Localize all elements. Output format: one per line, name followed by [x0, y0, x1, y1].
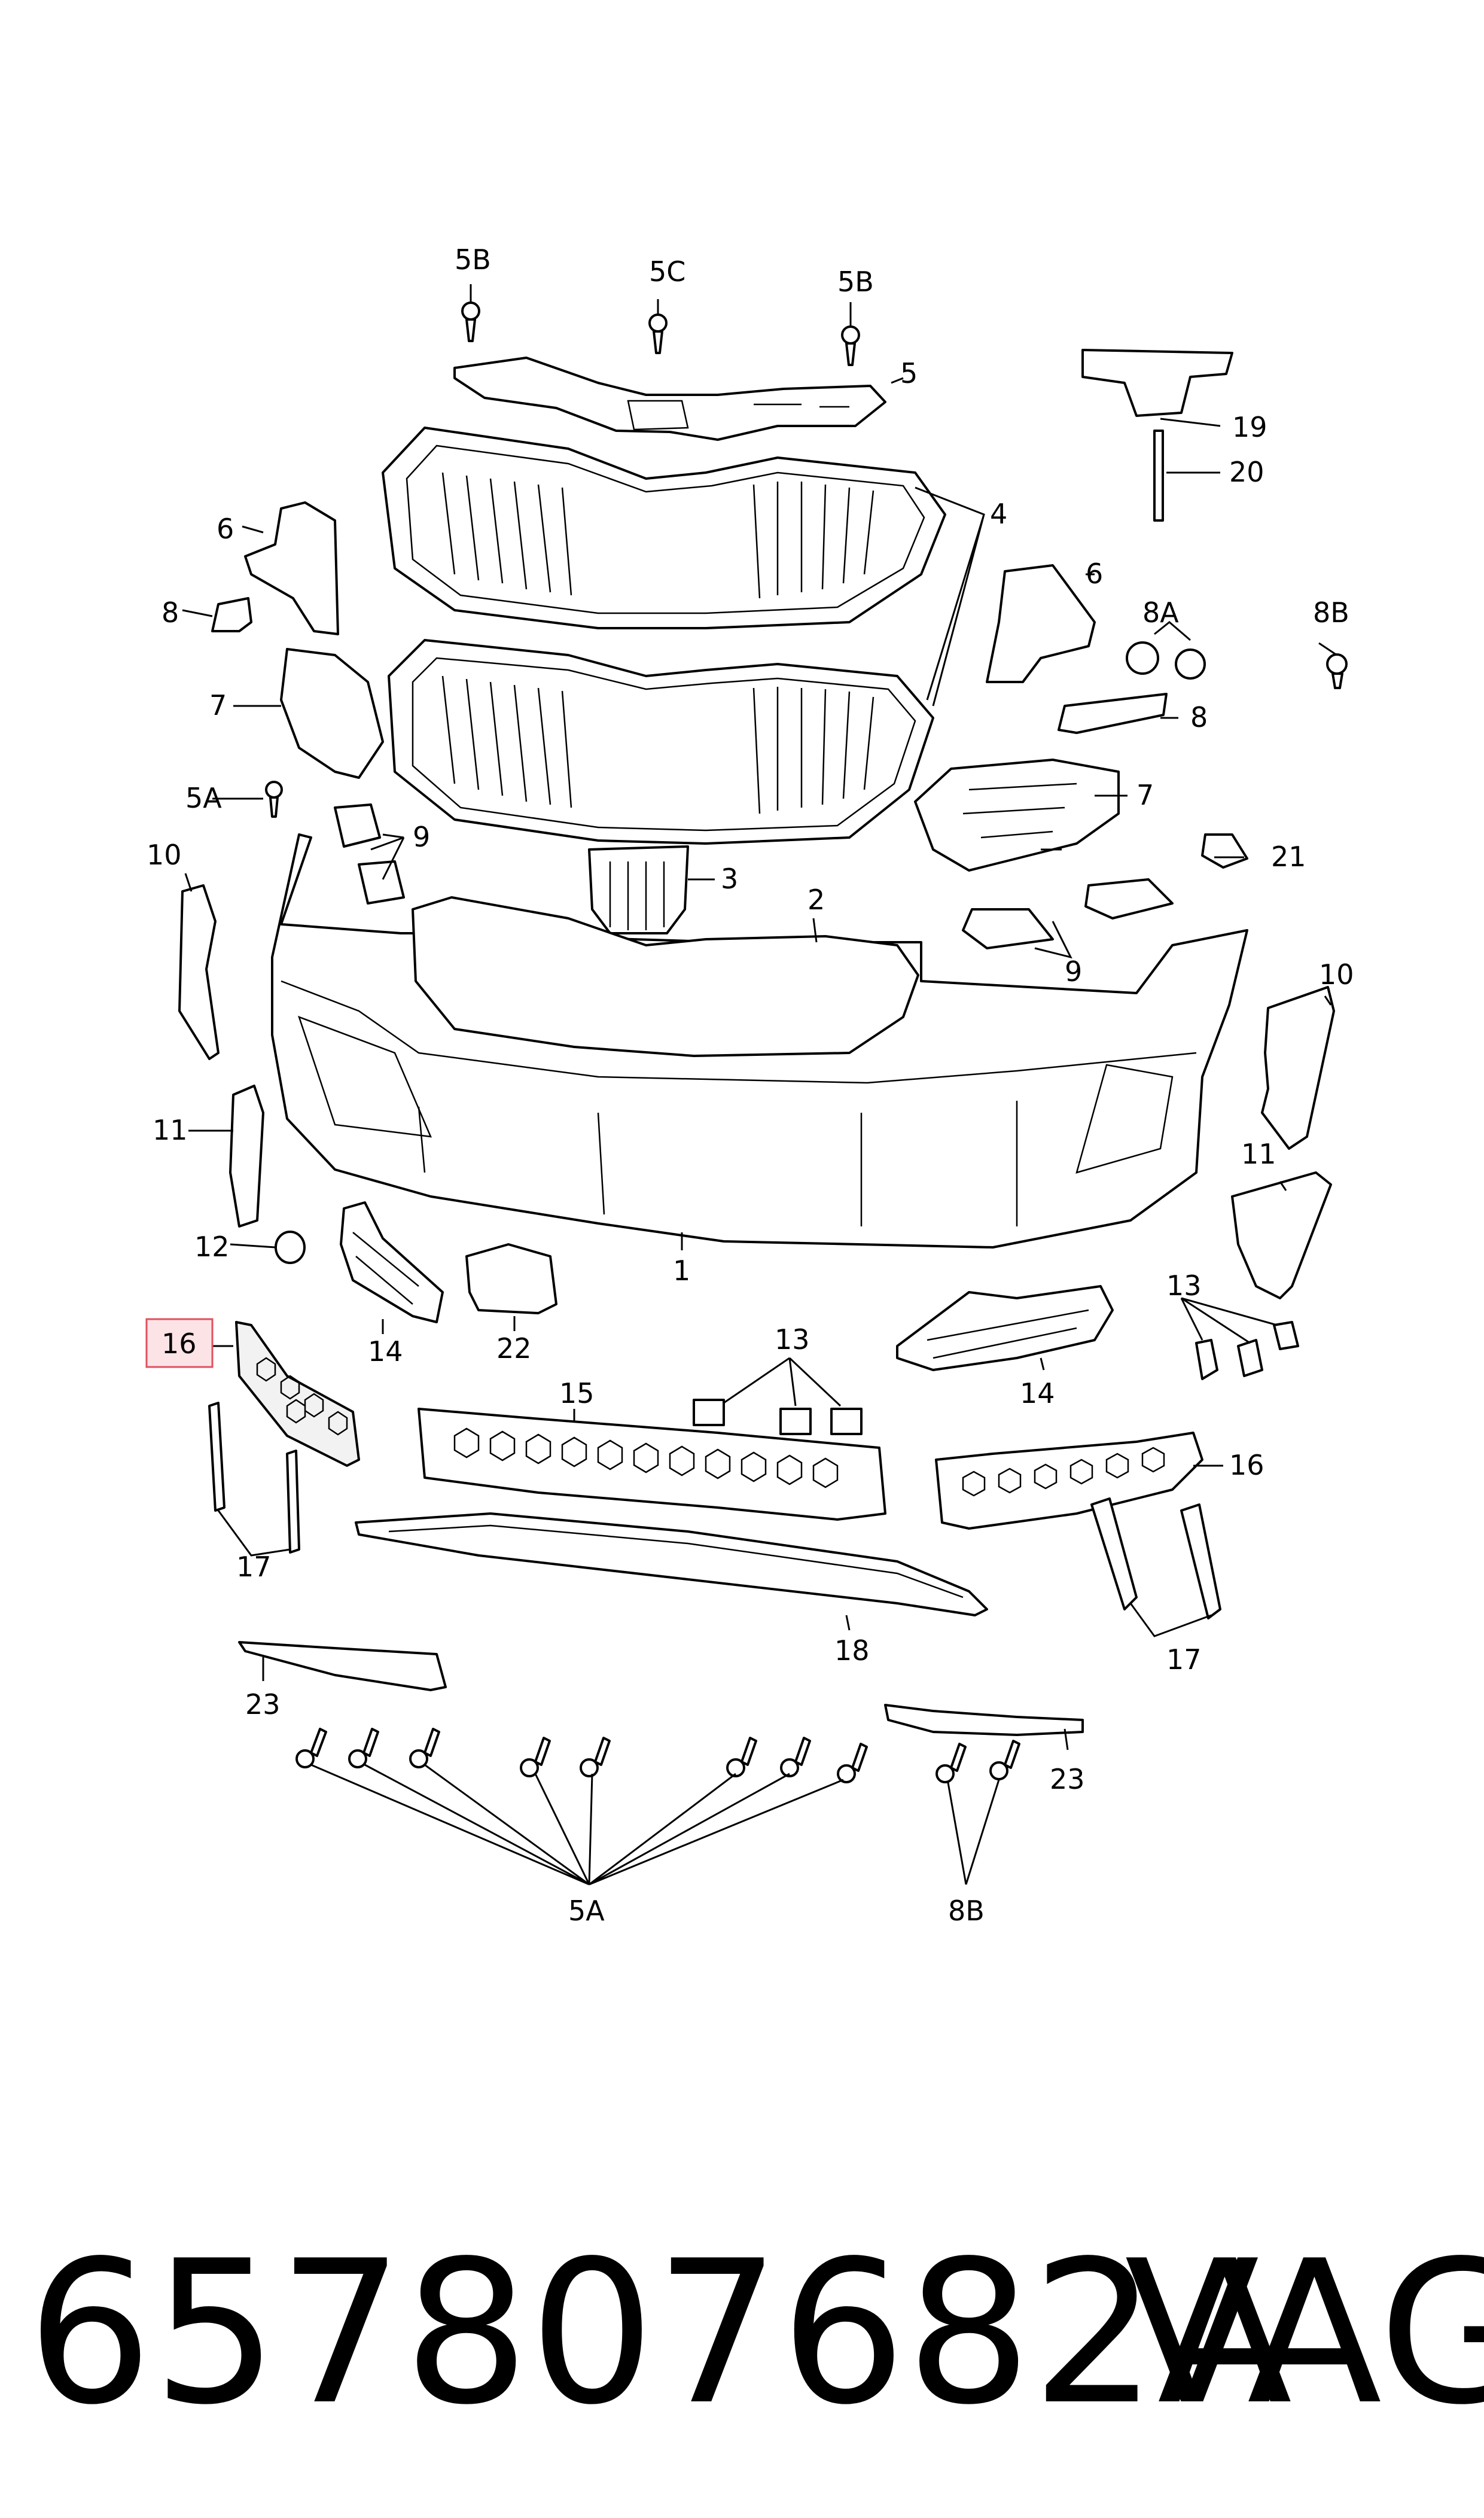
guide-11-left[interactable] [229, 1085, 264, 1228]
screw-5a-left[interactable] [265, 781, 283, 818]
callout-2: 2 [807, 884, 825, 916]
bracket-6-left[interactable] [244, 501, 339, 635]
callout-17-left: 17 [236, 1551, 272, 1583]
callout-16-right: 16 [1229, 1449, 1264, 1481]
radiator-grille-upper[interactable] [382, 427, 946, 629]
clips-13-right[interactable] [1195, 1321, 1299, 1380]
plug-12[interactable] [275, 1231, 306, 1264]
callout-18: 18 [834, 1634, 870, 1667]
callout-8a: 8A [1142, 596, 1179, 629]
screw-8b-top[interactable] [1326, 653, 1348, 689]
callout-9-left: 9 [413, 821, 430, 853]
footer-caption: 657807682A VAG [0, 2213, 1484, 2453]
callout-10-left: 10 [147, 839, 182, 871]
callout-5a-bottom: 5A [568, 1895, 605, 1927]
callout-7-right: 7 [1136, 779, 1154, 811]
guide-11-right[interactable] [1231, 1171, 1332, 1299]
screw-5b-right[interactable] [841, 325, 860, 366]
callout-8b-bottom: 8B [948, 1895, 985, 1927]
callout-5: 5 [900, 357, 918, 389]
part-number: 657807682A [27, 2218, 1293, 2448]
emblem-holder-3[interactable] [588, 845, 689, 934]
callout-1: 1 [673, 1255, 690, 1287]
trim-strips-17-right[interactable] [1090, 1497, 1221, 1619]
callout-8-left: 8 [161, 596, 179, 629]
callout-8b-top: 8B [1313, 596, 1349, 629]
callout-9-right: 9 [1065, 955, 1082, 988]
callout-7-left: 7 [209, 689, 227, 721]
callout-13-center: 13 [775, 1323, 810, 1356]
callout-21: 21 [1271, 841, 1306, 873]
seal-9-left[interactable] [334, 803, 405, 905]
clip-8a[interactable] [1126, 641, 1206, 680]
callout-labels: 5B 5C 5B 5 4 6 8 7 5A 9 3 2 10 11 12 1 1… [147, 243, 1354, 1927]
callout-14-right: 14 [1020, 1377, 1055, 1409]
bracket-7-right[interactable] [914, 759, 1120, 872]
bumper-cover-1[interactable] [271, 833, 1248, 1249]
grille-14-right[interactable] [896, 1285, 1114, 1371]
callout-14-left: 14 [368, 1335, 403, 1368]
callout-5c: 5C [649, 255, 685, 288]
clip-8-left[interactable] [211, 597, 252, 632]
trim-strips-17-left[interactable] [208, 1402, 300, 1554]
screw-5b-left[interactable] [461, 302, 480, 342]
callout-23-right: 23 [1050, 1763, 1085, 1795]
callout-12: 12 [194, 1231, 230, 1263]
callout-8-right: 8 [1190, 701, 1208, 733]
guide-10-left[interactable] [178, 884, 220, 1060]
callout-20: 20 [1229, 456, 1264, 488]
grille-upper-bracket[interactable] [453, 357, 886, 441]
callout-6-right: 6 [1086, 558, 1103, 590]
grille-14-left[interactable] [340, 1201, 444, 1323]
pin-20[interactable] [1153, 430, 1164, 522]
grille-16-right[interactable] [935, 1432, 1203, 1530]
headlight-mount-19[interactable] [1081, 349, 1233, 417]
callout-11-right: 11 [1241, 1138, 1276, 1170]
callout-22: 22 [496, 1332, 532, 1365]
callout-16-left: 16 [161, 1327, 197, 1360]
highlight-box-16 [145, 1318, 214, 1368]
callout-4: 4 [990, 498, 1007, 530]
cover-21[interactable] [1201, 833, 1248, 869]
screws-8b-bottom[interactable] [936, 1740, 1020, 1783]
callout-6-left: 6 [217, 513, 234, 545]
brand-name: VAG [1125, 2218, 1484, 2448]
bracket-6-right[interactable] [986, 564, 1096, 683]
screws-5a-bottom[interactable] [295, 1728, 868, 1783]
clips-13-center[interactable] [693, 1399, 863, 1435]
callout-11-left: 11 [153, 1114, 188, 1146]
grille-16-left-highlighted-part[interactable] [235, 1321, 360, 1467]
screw-5c[interactable] [648, 313, 668, 354]
leader-lines [182, 284, 1337, 1886]
callout-15: 15 [559, 1377, 595, 1409]
callout-23-left: 23 [245, 1688, 281, 1721]
callout-5b-left: 5B [455, 243, 491, 276]
callout-3: 3 [721, 863, 738, 895]
radiator-grille-lower[interactable] [388, 639, 934, 845]
trim-23-right[interactable] [884, 1704, 1084, 1736]
callout-5b-right: 5B [837, 266, 874, 298]
trim-23-left[interactable] [238, 1641, 447, 1691]
callout-5a-left: 5A [185, 782, 222, 814]
callout-19: 19 [1232, 411, 1267, 443]
seal-9-right[interactable] [962, 878, 1174, 949]
bracket-22[interactable] [465, 1243, 557, 1314]
callout-13-right: 13 [1166, 1269, 1202, 1302]
callout-17-right: 17 [1166, 1643, 1202, 1676]
callout-10-right: 10 [1319, 958, 1354, 991]
honeycomb-grille-15[interactable] [418, 1408, 886, 1521]
clip-8-right[interactable] [1058, 693, 1168, 734]
spoiler-18[interactable] [355, 1512, 988, 1616]
bracket-7-left[interactable] [280, 648, 384, 779]
guide-10-right[interactable] [1261, 986, 1335, 1150]
